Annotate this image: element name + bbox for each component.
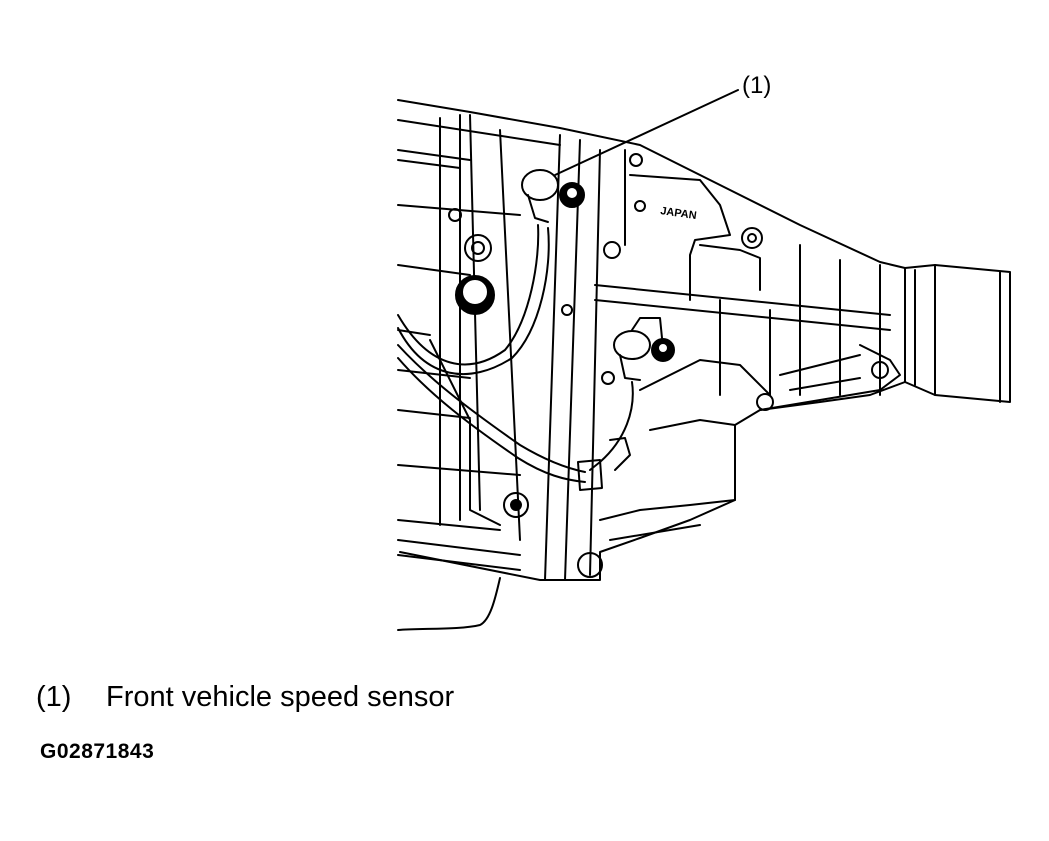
casting-mark: JAPAN — [634, 200, 698, 222]
legend-item: (1) Front vehicle speed sensor — [36, 680, 454, 714]
casting-mark-text: JAPAN — [660, 205, 698, 222]
bolts — [448, 153, 763, 578]
bottom-cable — [397, 577, 501, 631]
legend-item-text: Front vehicle speed sensor — [106, 681, 455, 713]
transmission-housing — [397, 99, 906, 581]
callout-leader-line — [554, 89, 739, 176]
output-flange — [756, 264, 1011, 411]
callout-label-1: (1) — [742, 72, 772, 99]
figure-code: G02871843 — [40, 740, 155, 763]
legend-item-number: (1) — [36, 681, 72, 713]
sensor-harness — [397, 224, 634, 491]
speed-sensors — [521, 169, 663, 381]
